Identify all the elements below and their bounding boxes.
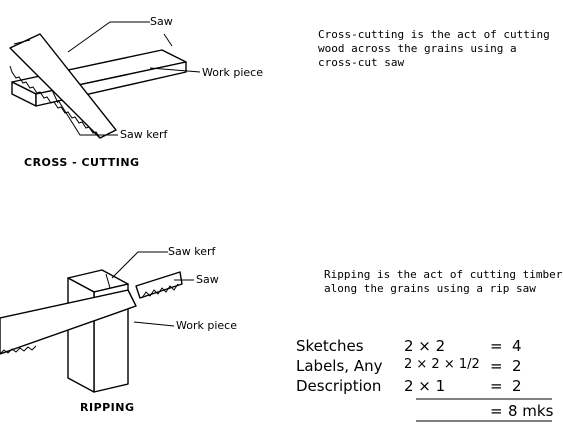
- total-rules: [416, 398, 552, 422]
- cross-cut-desc-line-3: cross-cut saw: [318, 56, 405, 69]
- rip-saw-kerf-label: Saw kerf: [168, 245, 216, 258]
- rip-saw: [0, 271, 183, 355]
- cross-cut-leaders: [57, 21, 201, 136]
- row-1-result: 4: [512, 337, 522, 355]
- rip-desc-line-1: Ripping is the act of cutting timber: [324, 268, 563, 281]
- rip-desc-line-2: along the grains using a rip saw: [324, 282, 536, 295]
- rip-work-piece-label: Work piece: [176, 319, 237, 332]
- rip-saw-label: Saw: [196, 273, 219, 286]
- row-1-calc: 2 × 2: [404, 337, 446, 355]
- cross-cutting-description: Cross-cutting is the act of cutting wood…: [318, 28, 550, 70]
- ripping-caption: RIPPING: [80, 401, 135, 414]
- rip-leaders: [111, 251, 194, 327]
- row-3-item: Description: [296, 377, 382, 395]
- cross-cut-work-piece-label: Work piece: [202, 66, 263, 79]
- total-equals: =: [490, 402, 503, 420]
- row-2-result: 2: [512, 357, 522, 375]
- row-1-item: Sketches: [296, 337, 364, 355]
- row-3-equals: =: [490, 377, 503, 395]
- row-2-item: Labels, Any: [296, 357, 383, 375]
- cross-cut-desc-line-1: Cross-cutting is the act of cutting: [318, 28, 550, 41]
- ripping-description: Ripping is the act of cutting timber alo…: [324, 268, 562, 296]
- row-2-calc: 2 × 2 × 1/2: [404, 357, 480, 372]
- ripping-figure: [0, 251, 194, 393]
- cross-cutting-figure: [9, 21, 201, 139]
- cross-cut-saw-kerf-label: Saw kerf: [120, 128, 168, 141]
- row-3-calc: 2 × 1: [404, 377, 446, 395]
- total-marks: 8 mks: [508, 402, 554, 420]
- row-1-equals: =: [490, 337, 503, 355]
- cross-cut-saw: [9, 33, 117, 139]
- row-2-equals: =: [490, 357, 503, 375]
- cross-cut-saw-label: Saw: [150, 15, 173, 28]
- cross-cutting-caption: CROSS - CUTTING: [24, 156, 140, 169]
- rip-work-piece: [67, 269, 129, 393]
- cross-cut-desc-line-2: wood across the grains using a: [318, 42, 517, 55]
- row-3-result: 2: [512, 377, 522, 395]
